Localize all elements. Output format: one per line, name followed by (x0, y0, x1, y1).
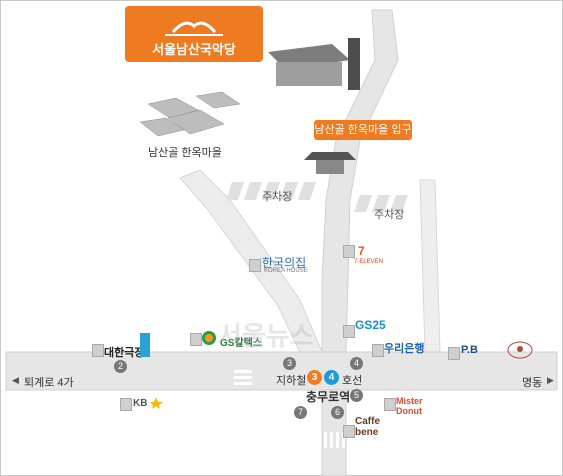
seven-eleven-logo: 7 (358, 244, 365, 258)
parking-label-east: 주차장 (374, 209, 405, 221)
gs-caltex-label: GS칼텍스 (220, 338, 263, 349)
toegye-ro (5, 351, 558, 391)
gugak-logo-icon (165, 21, 223, 36)
parking-lot-east (354, 195, 408, 212)
korea-house-building-icon (249, 259, 261, 272)
parking-label-west: 주차장 (262, 191, 293, 203)
exit-5-badge: 5 (350, 389, 363, 402)
toegyero-label: 퇴계로 4가 (24, 377, 74, 389)
restaurant-logo-icon (507, 341, 533, 359)
gs-caltex-logo-icon (202, 331, 216, 345)
paris-building-icon (448, 347, 460, 360)
exit-6-badge: 6 (331, 406, 344, 419)
mister-donut-building-icon (384, 398, 396, 411)
hanok-entrance-tag: 남산골 한옥마을 입구 (314, 120, 412, 140)
daehan-building-icon (92, 344, 104, 357)
paris-baguette-label: P.B (461, 344, 478, 356)
exit-7-badge: 7 (294, 406, 307, 419)
hanok-village-illustration (139, 91, 241, 137)
hanok-village-label: 남산골 한옥마을 (148, 147, 222, 159)
myeongdong-label: 명동 (522, 377, 543, 389)
gs-caltex-building-icon (190, 333, 202, 346)
gugak-center-illustration (268, 38, 360, 90)
gugak-center-title: 서울남산국악당 (152, 42, 236, 57)
kb-building-icon (120, 398, 132, 411)
exit-3-badge: 3 (283, 357, 296, 370)
exit-2-badge: 2 (114, 360, 127, 373)
west-arrow-icon: ◀ (12, 375, 19, 385)
line-3-badge: 3 (307, 370, 322, 385)
crosswalk-west (234, 370, 252, 385)
watermark: 서울뉴스 (218, 321, 314, 351)
korea-house-sublabel: KOREA HOUSE (264, 268, 308, 274)
seven-eleven-label: 7-ELEVEN (354, 259, 384, 265)
kb-label: KB (133, 398, 148, 409)
subway-label: 지하철 (276, 375, 307, 387)
crosswalk-south (324, 432, 345, 448)
woori-bank-label: 우리은행 (384, 343, 425, 355)
caffe-bene-label: Caffe bene (355, 416, 381, 438)
korea-house-label: 한국의집 (262, 256, 307, 270)
east-arrow-icon: ▶ (547, 375, 554, 385)
gugak-center-title-box: 서울남산국악당 (125, 6, 263, 62)
exit-4-badge: 4 (350, 357, 363, 370)
hanok-gate-illustration (304, 152, 356, 174)
seven-eleven-building-icon (343, 245, 355, 258)
gs25-building-icon (343, 325, 355, 338)
caffe-bene-building-icon (343, 425, 355, 438)
gs25-logo: GS25 (355, 318, 386, 332)
line-suffix-label: 호선 (342, 375, 363, 387)
kb-star-icon (150, 397, 163, 409)
east-road (419, 179, 441, 353)
daehan-sign-icon (140, 333, 150, 357)
parking-lot-west (226, 182, 316, 200)
line-4-badge: 4 (324, 370, 339, 385)
woori-building-icon (372, 344, 384, 357)
daehan-theater-label: 대한극장 (104, 347, 145, 359)
mister-donut-label: Mister Donut (396, 396, 423, 416)
chungmuro-station-label: 충무로역 (306, 390, 351, 404)
